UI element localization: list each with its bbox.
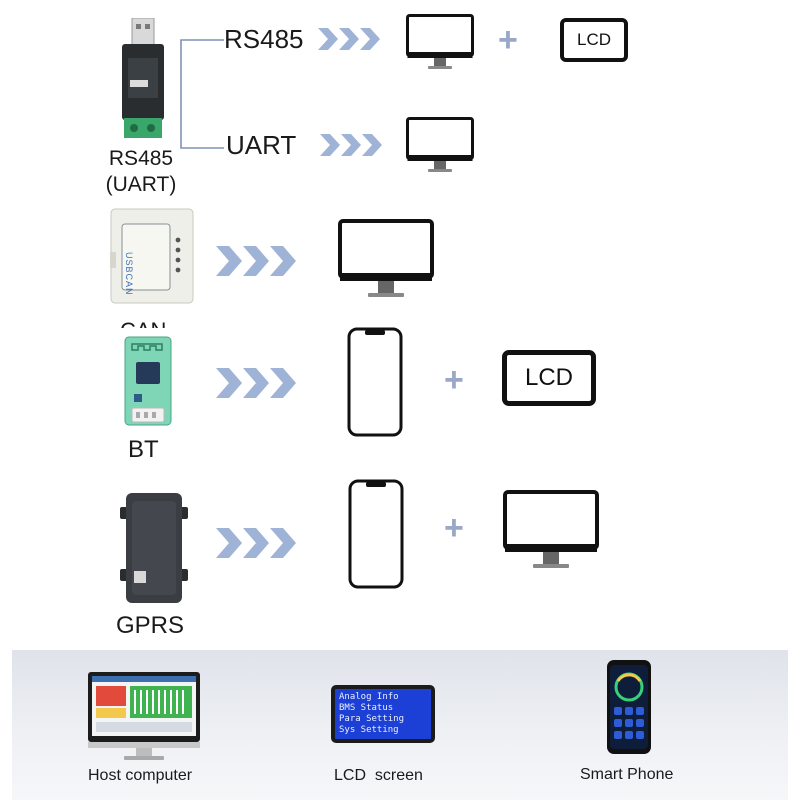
- usb-can-analyzer: USBCAN: [110, 208, 194, 304]
- monitor-icon: [338, 219, 434, 301]
- rs485-device-label-line2: (UART): [105, 173, 177, 196]
- chevron-arrows-icon: [318, 28, 382, 50]
- lcd-menu-item: BMS Status: [339, 703, 394, 713]
- bluetooth-module: [124, 336, 172, 426]
- uart-branch-label: UART: [226, 130, 297, 160]
- rs485-branch-label: RS485: [224, 24, 304, 54]
- can-device-label: CAN: [120, 318, 180, 328]
- gprs-device-label: GPRS: [116, 612, 185, 639]
- lcd-screen-label: LCD screen: [334, 767, 423, 784]
- gprs-module: [120, 493, 188, 603]
- can-device-label-clip: CAN: [120, 318, 180, 328]
- monitor-icon: [406, 117, 474, 175]
- smart-phone-image: [606, 659, 652, 755]
- lcd-icon-text: LCD: [576, 30, 611, 49]
- lcd-menu-item: Para Setting: [339, 714, 405, 724]
- usb-can-print: USBCAN: [124, 252, 134, 296]
- chevron-arrows-icon: [216, 368, 298, 398]
- usb-rs485-adapter: [118, 18, 168, 140]
- smart-phone-label: Smart Phone: [580, 766, 674, 783]
- smartphone-icon: [347, 327, 403, 437]
- smartphone-icon: [348, 479, 404, 589]
- lcd-screen-image: Analog Info BMS Status Para Setting Sys …: [331, 685, 435, 743]
- chevron-arrows-icon: [216, 246, 298, 276]
- lcd-menu-item: Sys Setting: [339, 725, 399, 735]
- branch-connector-line: [178, 38, 228, 150]
- plus-sign: +: [444, 361, 464, 399]
- monitor-icon: [503, 490, 599, 572]
- plus-sign: +: [498, 21, 518, 59]
- bt-device-label: BT: [128, 436, 159, 463]
- lcd-icon: LCD: [560, 18, 628, 62]
- rs485-device-label: RS485 (UART): [104, 146, 178, 198]
- chevron-arrows-icon: [216, 528, 298, 558]
- rs485-device-label-line1: RS485: [108, 147, 174, 170]
- plus-sign: +: [444, 509, 464, 547]
- host-computer-image: [88, 672, 200, 760]
- lcd-menu-item: Analog Info: [339, 692, 399, 702]
- host-computer-label: Host computer: [88, 767, 193, 784]
- chevron-arrows-icon: [320, 134, 384, 156]
- monitor-icon: [406, 14, 474, 72]
- lcd-icon: LCD: [502, 350, 596, 406]
- lcd-icon-text: LCD: [524, 364, 573, 391]
